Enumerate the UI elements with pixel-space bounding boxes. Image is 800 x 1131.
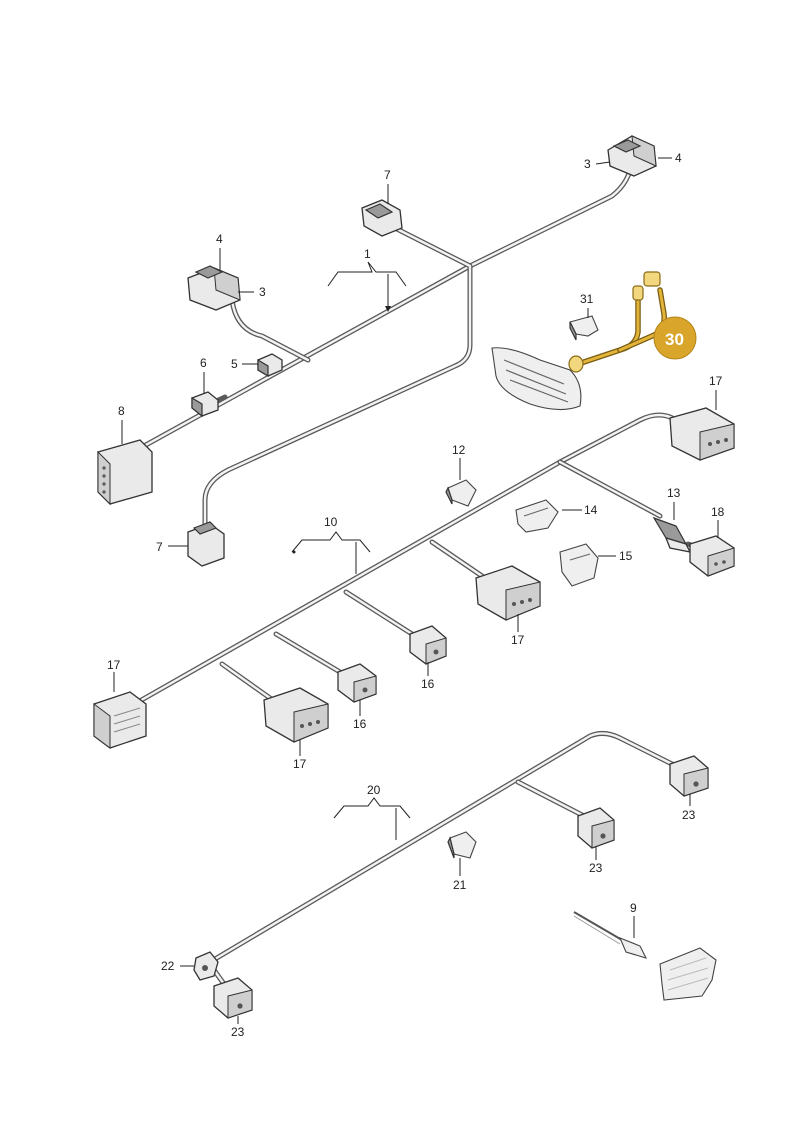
label-18: 18	[711, 505, 725, 519]
label-23-middle: 23	[589, 861, 603, 875]
harness-30-highlighted	[568, 271, 697, 373]
connector-18	[689, 535, 735, 577]
label-20: 20	[367, 783, 381, 797]
label-8: 8	[118, 404, 125, 418]
label-17-lower: 17	[293, 757, 307, 771]
label-31: 31	[580, 292, 594, 306]
label-16-left: 16	[353, 717, 367, 731]
label-21: 21	[453, 878, 467, 892]
label-3-right: 3	[584, 157, 591, 171]
connector-8	[97, 439, 153, 506]
label-23-top-right: 23	[682, 808, 696, 822]
label-17-left: 17	[107, 658, 121, 672]
connector-3-4-left	[187, 265, 241, 311]
label-10: 10	[324, 515, 338, 529]
label-3-left: 3	[259, 285, 266, 299]
label-16-right: 16	[421, 677, 435, 691]
connector-23-top-right	[669, 755, 709, 797]
bracket-20	[333, 797, 411, 840]
label-30: 30	[665, 330, 684, 349]
label-23-bottom: 23	[231, 1025, 245, 1039]
connector-17-lower	[263, 687, 329, 743]
connector-13	[652, 516, 692, 553]
connector-7-lower	[187, 521, 225, 567]
part-21	[447, 831, 477, 859]
label-5: 5	[231, 357, 238, 371]
bracket-1	[327, 261, 407, 312]
connector-7-top	[361, 199, 403, 237]
label-22: 22	[161, 959, 175, 973]
label-4-left: 4	[216, 232, 223, 246]
grille-part	[491, 347, 582, 411]
harness-20	[207, 730, 679, 987]
label-17-right: 17	[709, 374, 723, 388]
connector-16-left	[337, 663, 377, 703]
connector-16-right	[409, 625, 447, 665]
label-12: 12	[452, 443, 466, 457]
label-14: 14	[584, 503, 598, 517]
label-6: 6	[200, 356, 207, 370]
part-9-side-marker	[573, 911, 717, 1001]
label-9: 9	[630, 901, 637, 915]
label-4-right: 4	[675, 151, 682, 165]
connector-5	[257, 353, 283, 378]
connector-17-center	[475, 565, 541, 621]
label-17-center: 17	[511, 633, 525, 647]
bracket-10	[291, 531, 371, 574]
connector-23-bottom	[213, 977, 253, 1019]
connector-23-middle	[577, 807, 615, 849]
label-15: 15	[619, 549, 633, 563]
connector-22	[193, 951, 219, 981]
label-13: 13	[667, 486, 681, 500]
clip-15	[559, 543, 599, 587]
label-7-top: 7	[384, 168, 391, 182]
connector-3-4-right	[607, 135, 657, 177]
clip-31	[569, 315, 599, 341]
connector-17-right	[669, 407, 735, 461]
clip-14	[515, 499, 559, 533]
label-1: 1	[364, 247, 371, 261]
connector-17-left	[93, 691, 147, 749]
part-labels: 1 4 3 3 4 7 5 6 8 7 31 30 17 12 13 18 10…	[107, 151, 725, 1039]
leader-lines	[113, 157, 719, 1024]
label-7-lower: 7	[156, 540, 163, 554]
connector-6	[191, 391, 219, 418]
part-12	[445, 479, 477, 507]
